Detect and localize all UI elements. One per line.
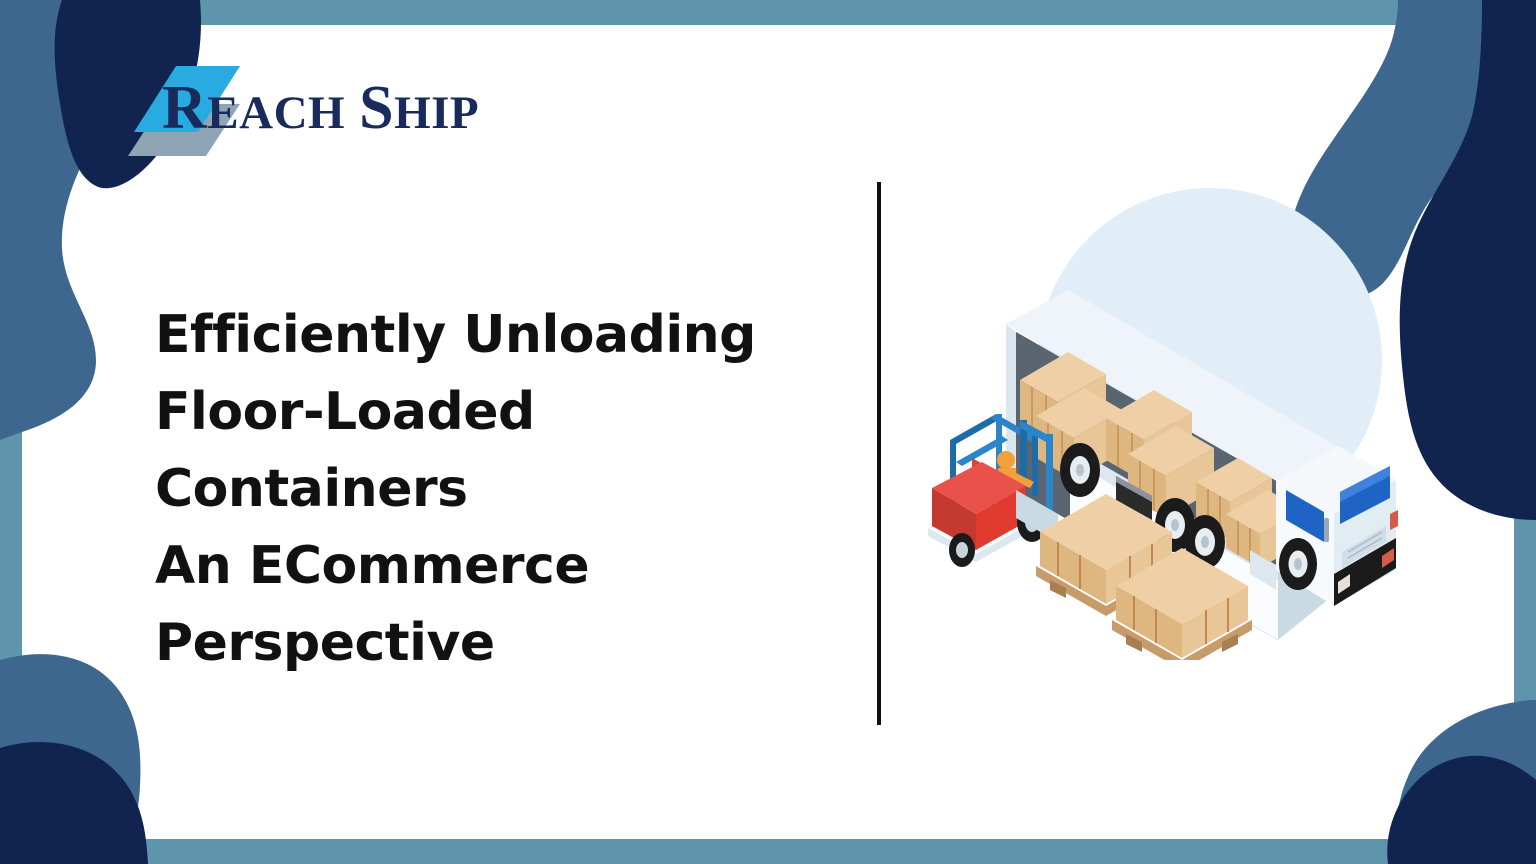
forklift	[928, 414, 1058, 567]
ground-pallet-2	[1112, 548, 1252, 660]
title-line-5: Perspective	[155, 612, 495, 673]
logo-word-s: S	[359, 74, 395, 142]
trailer-side-panel	[1116, 476, 1152, 520]
truck-cab	[1250, 446, 1398, 606]
title-line-1: Efficiently Unloading	[155, 304, 756, 365]
title-line-4: An ECommerce	[155, 535, 590, 596]
logo-word-hip: HIP	[394, 87, 480, 139]
title-line-2: Floor-Loaded	[155, 381, 535, 442]
logo-word-r: R	[162, 74, 208, 142]
vertical-rule	[877, 182, 881, 725]
page-title: Efficiently Unloading Floor-Loaded Conta…	[155, 297, 835, 682]
title-line-3: Containers	[155, 458, 468, 519]
truck-unloading-illustration	[920, 170, 1430, 660]
logo-word-each: EACH	[207, 87, 346, 139]
